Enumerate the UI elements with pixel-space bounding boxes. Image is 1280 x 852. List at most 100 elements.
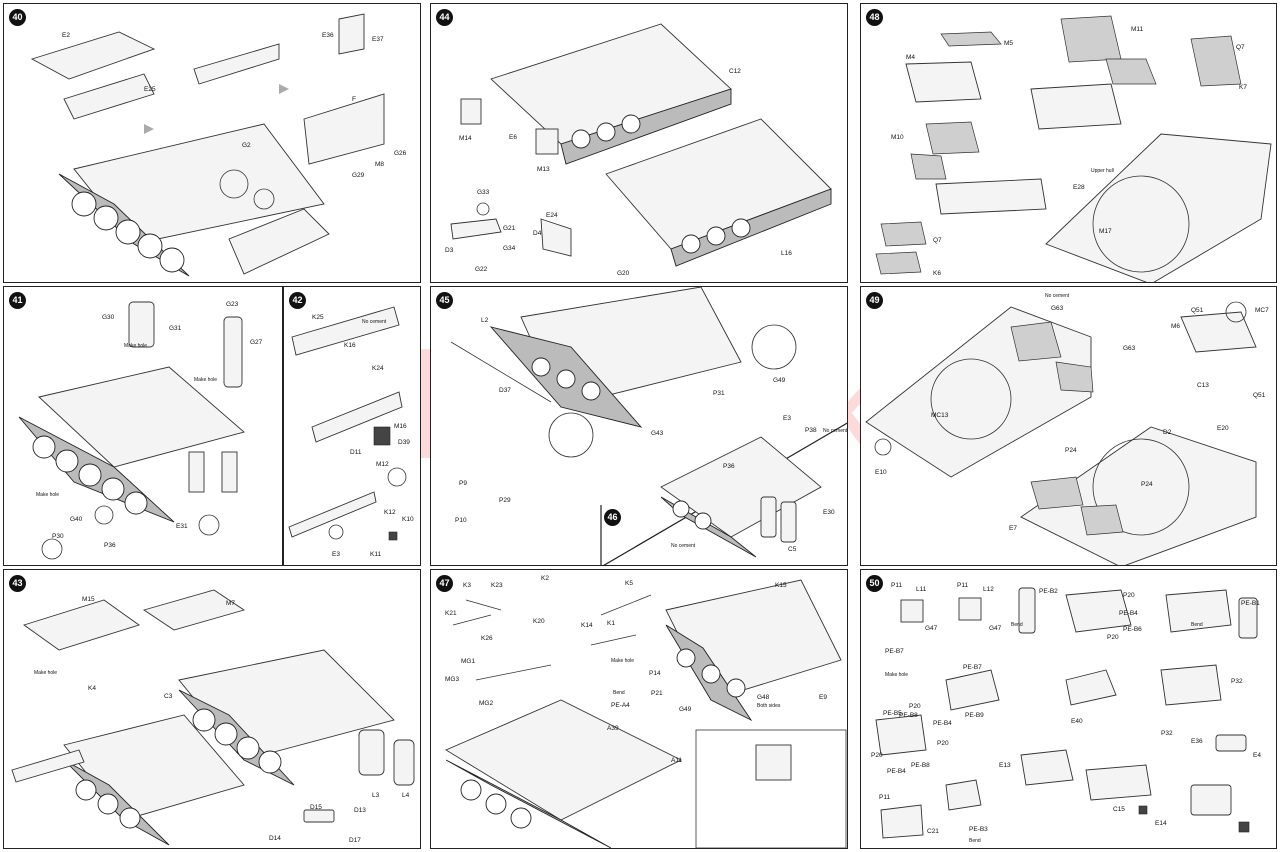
note-both-sides: Both sides — [757, 703, 781, 709]
panel-step-49: 49 G63 G63 Q51 MC7 M6 C13 Q51 MC13 E10 D… — [860, 286, 1277, 566]
part-label: G26 — [394, 150, 407, 157]
part-label: E3 — [332, 551, 340, 558]
part-label: D14 — [269, 835, 281, 842]
note-bend: Bend — [613, 690, 625, 696]
part-label: PE-A4 — [611, 702, 630, 709]
part-label: K26 — [481, 635, 493, 642]
step-47-illustration — [445, 579, 847, 848]
note-make-hole: Make hole — [194, 377, 218, 383]
part-label: MG2 — [479, 700, 494, 707]
part-label: K4 — [88, 685, 96, 692]
part-label: E28 — [1073, 184, 1085, 191]
part-label: K2 — [541, 575, 549, 582]
part-label: E31 — [176, 523, 188, 530]
part-label: M13 — [537, 166, 550, 173]
part-label: L11 — [916, 586, 927, 593]
step-number-42: 42 — [289, 292, 306, 309]
step-40-illustration — [30, 13, 385, 277]
part-label: E40 — [1071, 718, 1083, 725]
part-label: P36 — [104, 542, 116, 549]
note-no-cement: No cement — [671, 543, 696, 549]
note-make-hole: Make hole — [34, 670, 58, 676]
panel-step-50: 50 P11 L11 G47 P11 L12 G47 PE-B2 PE-B4 P… — [860, 569, 1277, 849]
part-label: P11 — [957, 582, 969, 589]
part-label: M4 — [906, 54, 916, 61]
step-44-illustration — [450, 23, 832, 267]
note-upper-hull: Upper hull — [1091, 168, 1114, 174]
part-label: P20 — [909, 703, 921, 710]
part-label: G34 — [503, 245, 516, 252]
part-label: E13 — [999, 762, 1011, 769]
step-number-41: 41 — [9, 292, 26, 309]
part-label: L16 — [781, 250, 792, 257]
part-label: P9 — [459, 480, 467, 487]
part-label: P32 — [1231, 678, 1243, 685]
part-label: M8 — [375, 161, 385, 168]
part-label: M14 — [459, 135, 472, 142]
part-label: Q51 — [1253, 392, 1266, 399]
part-label: K5 — [625, 580, 633, 587]
part-label: K6 — [933, 270, 941, 277]
note-make-hole: Make hole — [36, 492, 60, 498]
panel-step-40: 40 E2 E25 E36 E37 F M8 G26 G29 G2 — [3, 3, 421, 283]
part-label: M12 — [376, 461, 389, 468]
part-label: E14 — [1155, 820, 1167, 827]
note-bend: Bend — [1191, 622, 1203, 628]
part-label: P20 — [1107, 634, 1119, 641]
part-label: K10 — [402, 516, 414, 523]
step-number-44: 44 — [436, 9, 453, 26]
part-label: P30 — [52, 533, 64, 540]
part-label: D39 — [398, 439, 410, 446]
part-label: P36 — [723, 463, 735, 470]
part-label: G33 — [477, 189, 490, 196]
step-number-48: 48 — [866, 9, 883, 26]
part-label: Q7 — [1236, 44, 1245, 51]
part-label: E24 — [546, 212, 558, 219]
part-label: P32 — [1161, 730, 1173, 737]
note-make-hole: Make hole — [611, 658, 635, 664]
part-label: E30 — [823, 509, 835, 516]
part-label: E3 — [783, 415, 791, 422]
panel-step-43: 43 M15 M7 K4 C3 D15 D13 D14 D17 L3 L4 Ma… — [3, 569, 421, 849]
part-label: PE-B4 — [933, 720, 952, 727]
part-label: A11 — [671, 757, 683, 764]
part-label: D4 — [533, 230, 542, 237]
part-label: G21 — [503, 225, 516, 232]
part-label: MC7 — [1255, 307, 1269, 314]
part-label: G63 — [1123, 345, 1136, 352]
step-45-illustration — [450, 287, 847, 565]
part-label: P31 — [713, 390, 725, 397]
part-label: D13 — [354, 807, 366, 814]
step-number-50: 50 — [866, 575, 883, 592]
part-label: F — [352, 96, 356, 103]
part-label: L4 — [402, 792, 410, 799]
part-label: G30 — [102, 314, 115, 321]
part-label: PE-B8 — [899, 712, 918, 719]
part-label: G20 — [617, 270, 630, 277]
part-label: PE-B4 — [1119, 610, 1138, 617]
part-label: D3 — [445, 247, 454, 254]
part-label: E37 — [372, 36, 384, 43]
part-label: G43 — [651, 430, 664, 437]
part-label: K14 — [581, 622, 593, 629]
step-48-illustration — [875, 15, 1272, 282]
part-label: P24 — [1065, 447, 1077, 454]
note-no-cement: No cement — [1045, 293, 1070, 299]
note-no-cement: No cement — [823, 428, 848, 434]
part-label: K23 — [491, 582, 503, 589]
step-number-49: 49 — [866, 292, 883, 309]
part-label: K25 — [312, 314, 324, 321]
note-bend: Bend — [1011, 622, 1023, 628]
part-label: P10 — [455, 517, 467, 524]
part-label: D11 — [350, 449, 362, 456]
panel-step-42: 42 K25 K16 K24 M16 D39 D11 M12 K12 K10 K… — [283, 286, 421, 566]
part-label: C13 — [1197, 382, 1209, 389]
part-label: D17 — [349, 837, 361, 844]
part-label: C15 — [1113, 806, 1125, 813]
part-label: Q7 — [933, 237, 942, 244]
part-label: C12 — [729, 68, 741, 75]
step-number-47: 47 — [436, 575, 453, 592]
part-label: PE-B5 — [883, 710, 902, 717]
step-42-illustration — [288, 306, 407, 541]
part-label: E20 — [1217, 425, 1229, 432]
